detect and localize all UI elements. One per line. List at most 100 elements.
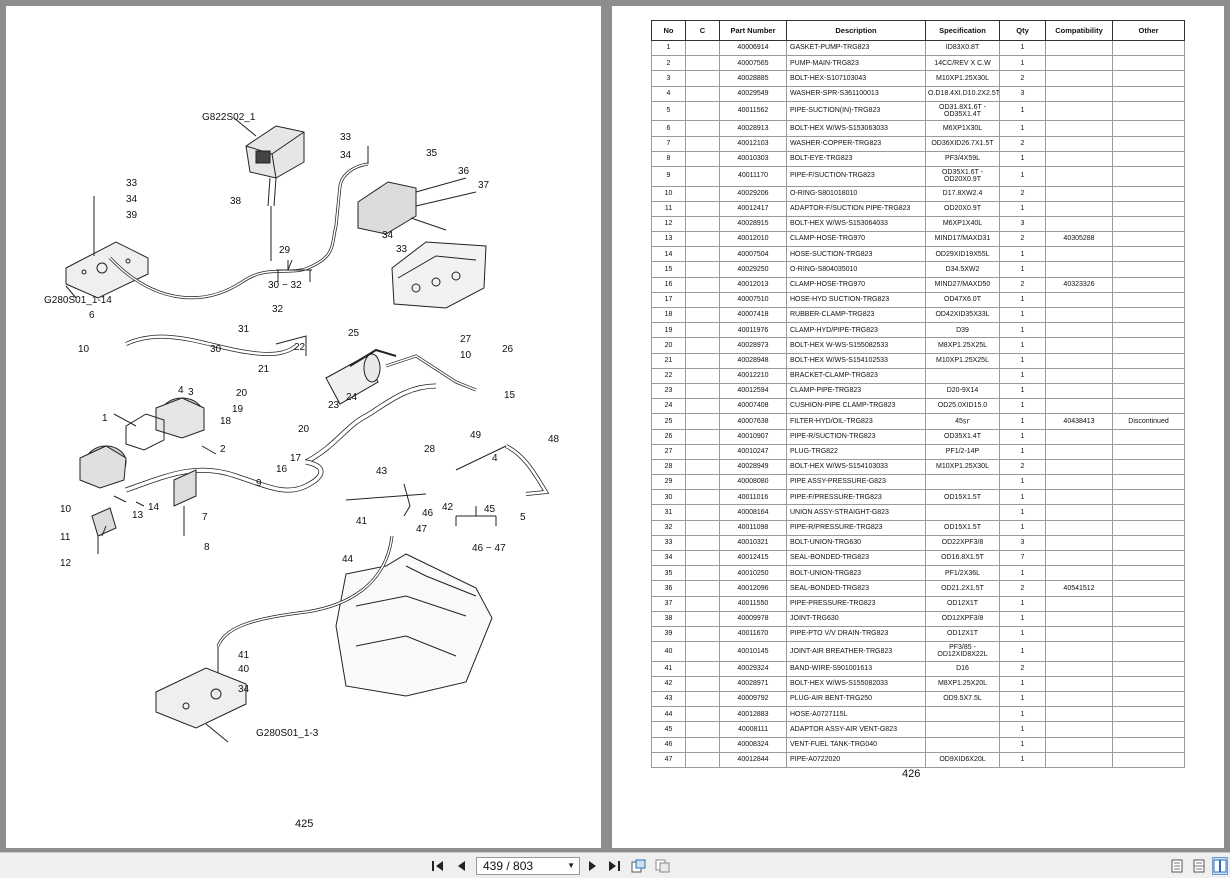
document-viewer[interactable]: G822S02_1 G280S01_1-14 G280S01_1-3 29 30… [0,0,1230,852]
table-cell [685,428,720,445]
viewer-toolbar: 439 / 803 ▼ [0,852,1230,878]
table-cell: PUMP-MAIN-TRG823 [786,55,926,72]
table-cell: O-RING-S804035010 [786,261,926,278]
table-cell: CLAMP-HYD/PIPE-TRG823 [786,322,926,339]
next-page-icon[interactable] [586,857,600,875]
last-page-icon[interactable] [606,857,622,875]
first-page-icon[interactable] [430,857,446,875]
table-cell [1045,85,1113,102]
table-cell [1112,261,1185,278]
page-indicator: 439 / 803 [483,859,534,873]
table-cell: 3 [999,85,1046,102]
label-10b: 10 [60,504,72,515]
table-cell: 18 [651,306,686,324]
table-cell [1112,291,1185,309]
table-cell: SEAL-BONDED-TRG823 [786,549,926,567]
table-cell: PF1/2X36L [925,565,1000,582]
table-cell: 40028915 [719,215,787,233]
table-cell [685,595,720,612]
table-cell [925,367,1000,384]
table-cell [1112,39,1185,57]
label-36: 36 [458,166,470,177]
label-38: 38 [230,196,242,207]
label-45: 45 [484,504,496,515]
table-cell [685,200,720,217]
export-icon[interactable] [654,857,670,875]
table-cell: M8XP1.25X25L [925,337,1000,354]
table-cell: 2 [999,276,1046,293]
table-cell: 40012417 [719,200,787,217]
table-cell: 25 [651,413,686,430]
table-cell: 44 [651,706,686,723]
label-29: 29 [279,245,291,256]
label-5: 5 [520,512,526,523]
table-cell: 1 [999,474,1046,491]
table-cell: PIPE-SUCTION(IN)-TRG823 [786,100,926,122]
table-cell [1112,200,1185,217]
table-cell [1045,306,1113,324]
table-cell [685,691,720,708]
table-cell [1045,625,1113,643]
table-cell [1112,135,1185,152]
table-cell [1045,337,1113,354]
table-cell [685,261,720,278]
table-cell: WASHER-COPPER-TRG823 [786,135,926,152]
fit-page-icon[interactable] [630,857,646,875]
table-cell: 22 [651,367,686,384]
table-cell [925,504,1000,521]
table-cell: 41 [651,660,686,677]
table-cell: PIPE-PRESSURE-TRG823 [786,595,926,612]
table-cell: 40028949 [719,458,787,476]
table-cell [1112,458,1185,476]
table-cell: 40438413 [1045,413,1113,430]
table-cell: 40028971 [719,675,787,693]
table-cell: 15 [651,261,686,278]
label-47: 47 [416,524,428,535]
facing-page-icon[interactable] [1212,857,1228,875]
table-cell: 7 [999,549,1046,567]
table-cell: 1 [999,100,1046,122]
table-cell: 1 [999,691,1046,708]
table-cell [1112,565,1185,582]
table-cell: 40009792 [719,691,787,708]
table-cell: 1 [999,150,1046,167]
table-cell: 33 [651,534,686,552]
table-cell: 2 [999,185,1046,202]
label-41a: 41 [356,516,368,527]
table-cell: PIPE-A0722020 [786,751,926,769]
table-cell: SEAL-BONDED-TRG823 [786,580,926,597]
table-cell: 20 [651,337,686,354]
table-cell: 7 [651,135,686,152]
table-cell: 12 [651,215,686,233]
label-46: 46 [422,508,434,519]
table-cell: 32 [651,519,686,536]
table-cell [1045,610,1113,627]
table-cell: 40029549 [719,85,787,102]
table-cell: 40011562 [719,100,787,122]
prev-page-icon[interactable] [454,857,468,875]
table-cell [1045,519,1113,536]
single-page-icon[interactable] [1170,857,1184,875]
table-cell: 4 [651,85,686,102]
table-cell [685,751,720,769]
continuous-page-icon[interactable] [1192,857,1206,875]
table-cell [1045,120,1113,137]
table-cell: PIPE-F/PRESSURE-TRG823 [786,489,926,506]
table-cell: O-RING-S801018010 [786,185,926,202]
table-cell: BRACKET-CLAMP-TRG823 [786,367,926,384]
table-cell: RUBBER-CLAMP-TRG823 [786,306,926,324]
table-cell [925,736,1000,753]
page-number-select[interactable]: 439 / 803 ▼ [476,857,580,875]
table-cell: 1 [999,367,1046,384]
table-cell [1112,474,1185,491]
table-cell: 1 [999,610,1046,627]
table-cell: 30 [651,489,686,506]
table-cell: 40029324 [719,660,787,677]
